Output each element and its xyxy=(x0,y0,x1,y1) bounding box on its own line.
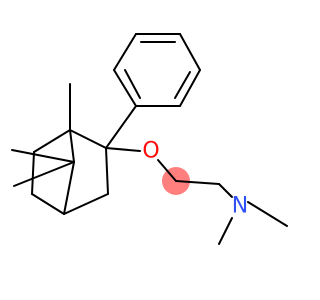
structure-canvas: O N xyxy=(11,33,288,245)
phenyl-ring xyxy=(113,33,201,107)
bond xyxy=(105,105,137,149)
bond xyxy=(69,129,107,149)
bond xyxy=(113,33,137,71)
bond xyxy=(105,147,109,195)
double-bond xyxy=(174,71,191,99)
bond xyxy=(13,161,75,187)
bond xyxy=(179,33,201,71)
side-chain xyxy=(105,147,288,245)
bond xyxy=(247,201,288,227)
molecule-structure: O N xyxy=(11,33,288,245)
bond xyxy=(31,193,65,215)
bond xyxy=(175,180,220,185)
bond xyxy=(69,129,75,163)
double-bond xyxy=(124,69,141,99)
bond xyxy=(33,129,71,153)
bond xyxy=(63,193,109,215)
bond xyxy=(113,69,137,107)
bond xyxy=(11,149,75,163)
bond xyxy=(63,161,75,215)
oxygen-atom-label: O xyxy=(142,139,159,164)
bond xyxy=(105,147,141,152)
bond xyxy=(179,69,201,107)
bond xyxy=(31,151,35,195)
bond xyxy=(157,159,177,182)
bond xyxy=(218,183,233,198)
bicyclic-skeleton xyxy=(11,83,137,215)
nitrogen-atom-label: N xyxy=(232,194,248,219)
bond xyxy=(218,217,233,245)
